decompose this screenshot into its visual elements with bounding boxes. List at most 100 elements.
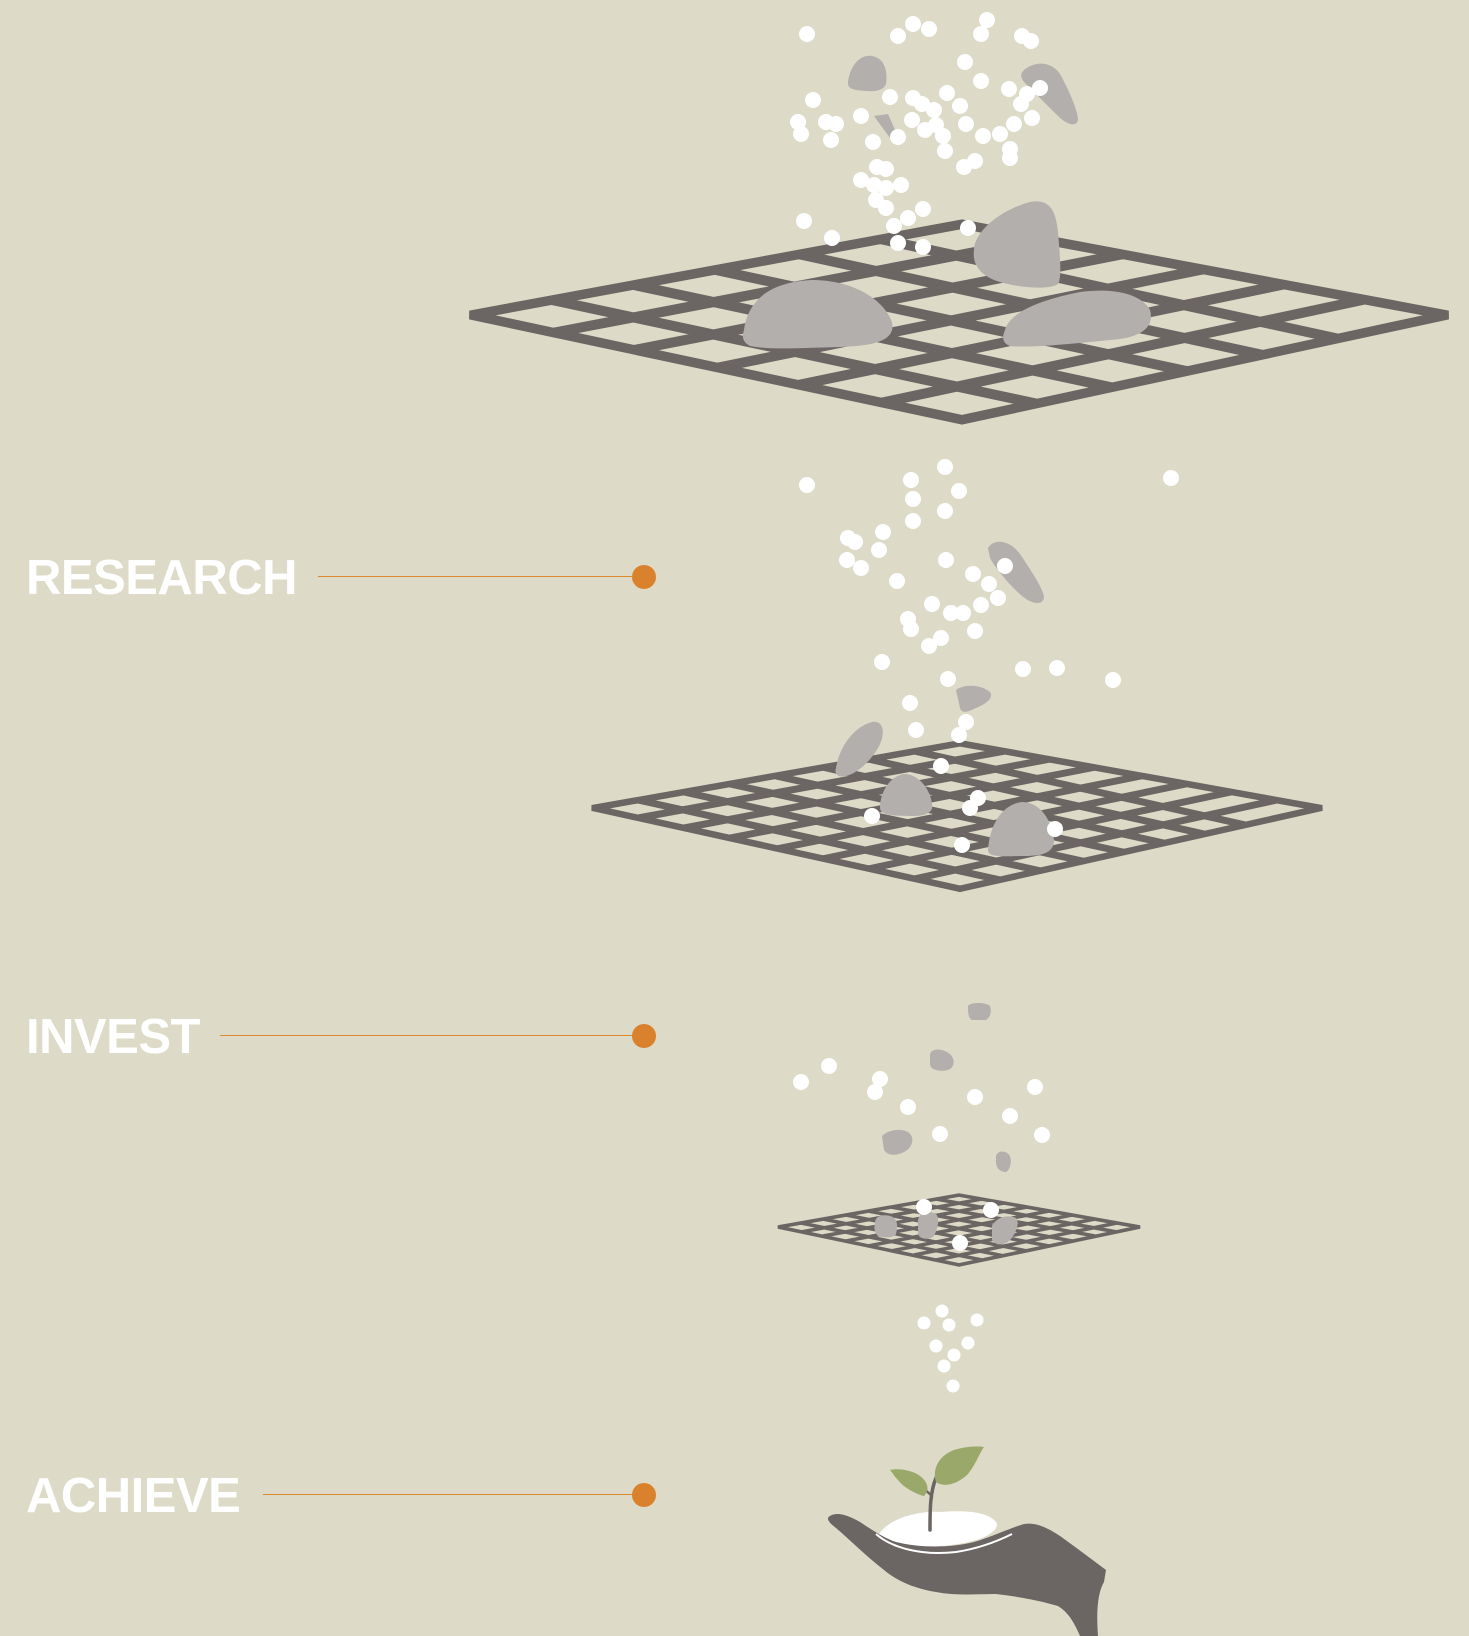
particle <box>938 552 954 568</box>
particle <box>882 89 898 105</box>
particle <box>921 21 937 37</box>
particle <box>890 235 906 251</box>
rock <box>973 201 1061 288</box>
particle <box>915 201 931 217</box>
particle <box>937 459 953 475</box>
particle <box>939 85 955 101</box>
hand-with-seedling-icon <box>828 1446 1106 1636</box>
bottom-rocks <box>874 1003 1018 1245</box>
particle <box>933 758 949 774</box>
particle <box>967 153 983 169</box>
particle <box>1015 661 1031 677</box>
particle <box>962 800 978 816</box>
particle <box>1105 672 1121 688</box>
particle <box>1002 1108 1018 1124</box>
rock <box>1021 63 1078 125</box>
particle <box>878 200 894 216</box>
particle <box>874 654 890 670</box>
particle <box>929 1339 943 1353</box>
particle <box>908 722 924 738</box>
particle <box>973 26 989 42</box>
particle <box>864 808 880 824</box>
rock <box>956 685 992 712</box>
particle <box>992 126 1008 142</box>
marker-dot-achieve <box>632 1483 656 1507</box>
rock <box>882 1129 913 1155</box>
particle <box>793 1074 809 1090</box>
stage-label-research: RESEARCH <box>26 551 297 605</box>
rock <box>742 280 893 349</box>
particle <box>1034 1127 1050 1143</box>
particle <box>1002 150 1018 166</box>
marker-dot-research <box>632 565 656 589</box>
particle <box>805 92 821 108</box>
particle <box>958 116 974 132</box>
particle <box>961 1336 975 1350</box>
rock <box>930 1049 954 1071</box>
particle <box>889 573 905 589</box>
particle <box>878 161 894 177</box>
particle <box>933 630 949 646</box>
particle <box>793 126 809 142</box>
stage-label-invest: INVEST <box>26 1010 200 1064</box>
particle <box>875 524 891 540</box>
particle <box>1049 660 1065 676</box>
particle <box>904 112 920 128</box>
particle <box>990 590 1006 606</box>
particle <box>878 180 894 196</box>
particle <box>916 1199 932 1215</box>
particle <box>853 108 869 124</box>
particle <box>871 542 887 558</box>
leader-line-achieve <box>263 1494 644 1495</box>
particle <box>960 220 976 236</box>
particle <box>903 472 919 488</box>
particle <box>967 1089 983 1105</box>
particle <box>853 172 869 188</box>
particle <box>983 1202 999 1218</box>
particle <box>853 560 869 576</box>
top-sieve-grid <box>469 219 1449 425</box>
particles <box>790 12 1179 1393</box>
particle <box>940 671 956 687</box>
leader-line-invest <box>220 1035 644 1036</box>
particle <box>847 534 863 550</box>
particle <box>965 566 981 582</box>
rock <box>918 1212 939 1239</box>
particle <box>1023 33 1039 49</box>
particle <box>900 210 916 226</box>
particle <box>914 96 930 112</box>
particle <box>890 28 906 44</box>
particle <box>799 26 815 42</box>
particle <box>1027 1079 1043 1095</box>
particle <box>1024 110 1040 126</box>
particle <box>893 177 909 193</box>
particle <box>997 558 1013 574</box>
particle <box>946 1379 960 1393</box>
particle <box>952 1235 968 1251</box>
stage-label-achieve: ACHIEVE <box>26 1469 241 1523</box>
particle <box>955 605 971 621</box>
particle <box>937 503 953 519</box>
particle <box>796 213 812 229</box>
rock <box>988 802 1054 857</box>
particle <box>1032 80 1048 96</box>
particle <box>828 116 844 132</box>
particle <box>823 132 839 148</box>
marker-dot-invest <box>632 1024 656 1048</box>
rock <box>880 774 933 816</box>
rock <box>874 114 896 138</box>
particle <box>921 638 937 654</box>
particle <box>947 1348 961 1362</box>
particle <box>954 837 970 853</box>
middle-rocks <box>835 541 1054 857</box>
particle <box>821 1058 837 1074</box>
particle <box>957 54 973 70</box>
particle <box>924 596 940 612</box>
particle <box>890 129 906 145</box>
particle <box>917 1316 931 1330</box>
particle <box>1001 81 1017 97</box>
bottom-sieve-grid <box>777 1193 1141 1267</box>
particle <box>951 727 967 743</box>
rock <box>847 55 887 92</box>
